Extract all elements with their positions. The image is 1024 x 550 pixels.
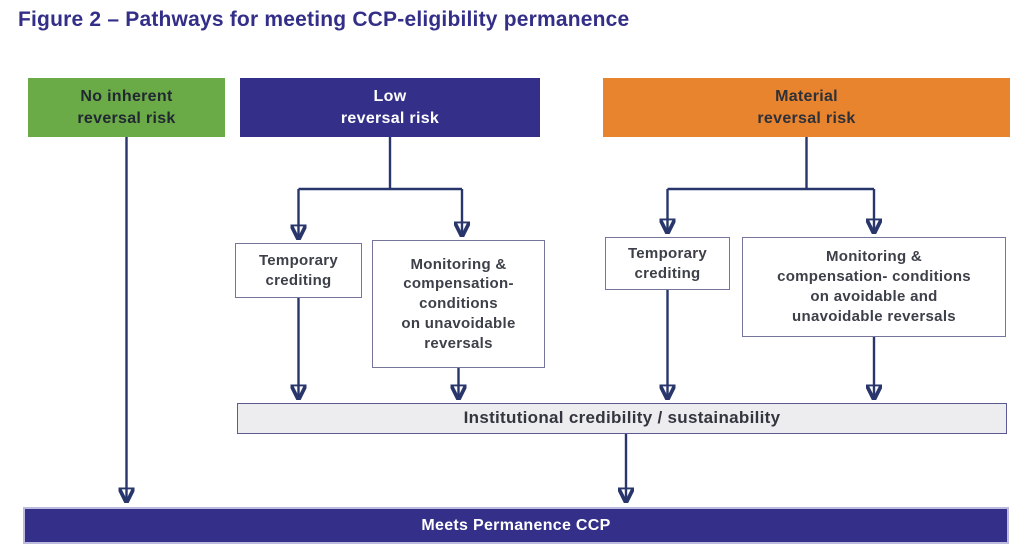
node-label: Monitoring & compensation- conditions on…	[777, 248, 971, 325]
node-label: No inherent reversal risk	[77, 88, 176, 127]
node-label: Meets Permanence CCP	[421, 516, 611, 534]
node-material-reversal-risk: Material reversal risk	[603, 78, 1010, 137]
node-meets-permanence-ccp: Meets Permanence CCP	[23, 507, 1009, 544]
node-label: Monitoring & compensation- conditions on…	[401, 255, 516, 352]
figure-title: Figure 2 – Pathways for meeting CCP-elig…	[18, 8, 630, 31]
node-no-inherent-reversal-risk: No inherent reversal risk	[28, 78, 225, 137]
node-monitoring-compensation-low: Monitoring & compensation- conditions on…	[372, 240, 545, 368]
node-institutional-credibility: Institutional credibility / sustainabili…	[237, 403, 1007, 434]
connector-low-trunk	[298, 137, 462, 191]
node-label: Institutional credibility / sustainabili…	[463, 408, 781, 428]
node-label: Low reversal risk	[340, 88, 440, 127]
node-temporary-crediting-low: Temporary crediting	[235, 243, 362, 298]
node-temporary-crediting-material: Temporary crediting	[605, 237, 730, 290]
node-monitoring-compensation-material: Monitoring & compensation- conditions on…	[742, 237, 1006, 337]
connector-material-trunk	[667, 137, 874, 191]
node-label: Temporary crediting	[627, 244, 708, 282]
node-low-reversal-risk: Low reversal risk	[240, 78, 540, 137]
node-label: Temporary crediting	[258, 251, 339, 289]
node-label: Material reversal risk	[757, 88, 856, 127]
